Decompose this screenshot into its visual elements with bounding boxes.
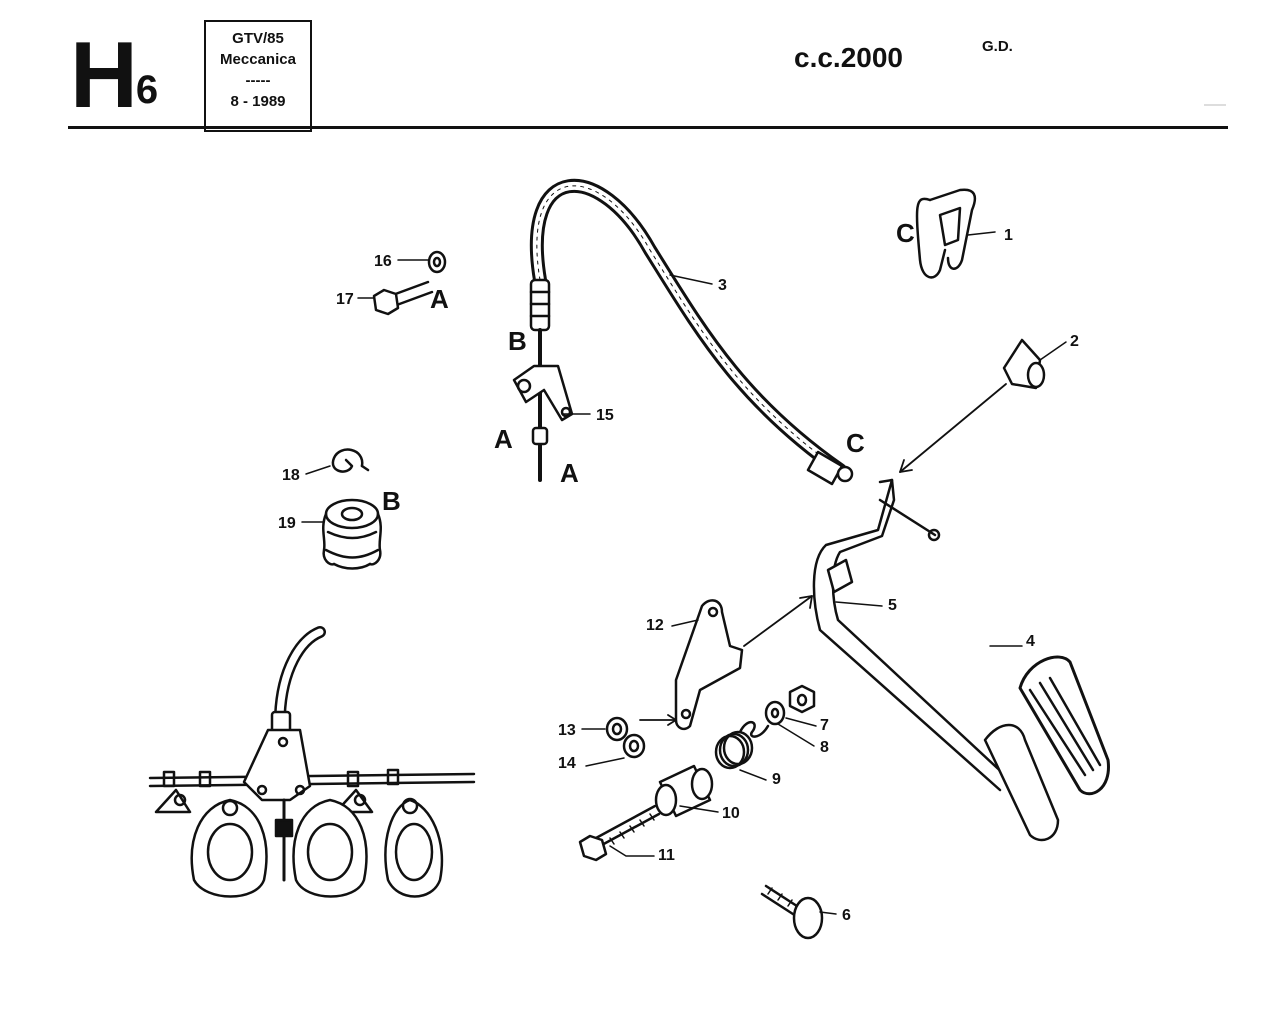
assembly-arrows xyxy=(639,383,1007,726)
callout-7: 7 xyxy=(820,717,829,734)
letter-a-right: A xyxy=(560,458,579,488)
callout-1: 1 xyxy=(1004,227,1013,244)
bolt-and-washer-16-17 xyxy=(372,250,447,316)
callout-6: 6 xyxy=(842,907,851,924)
return-spring xyxy=(714,721,770,770)
callout-4: 4 xyxy=(1026,633,1035,650)
cable-bracket xyxy=(512,364,574,422)
letter-c-cable: C xyxy=(846,428,865,458)
header-rule xyxy=(68,126,1228,129)
model-name: GTV/85 xyxy=(232,30,284,47)
drive-note: G.D. xyxy=(982,38,1013,55)
spring-clip xyxy=(331,448,370,473)
callout-2: 2 xyxy=(1070,333,1079,350)
section-name: Meccanica xyxy=(220,51,296,68)
rubber-grommet xyxy=(322,498,382,570)
stop-plug xyxy=(1002,338,1046,390)
model-box: GTV/85 Meccanica ----- 8 - 1989 xyxy=(204,20,312,132)
callout-8: 8 xyxy=(820,739,829,756)
pedal-lever xyxy=(812,478,1010,792)
callout-5: 5 xyxy=(888,597,897,614)
callout-12: 12 xyxy=(646,617,664,634)
callout-14: 14 xyxy=(558,755,576,772)
callout-17: 17 xyxy=(336,291,354,308)
pivot-bolt xyxy=(578,804,661,862)
callout-15: 15 xyxy=(596,407,614,424)
sheet-code-letter: H xyxy=(70,22,138,127)
washers-13-14 xyxy=(605,716,646,759)
sheet-code: H6 xyxy=(70,28,158,122)
box-divider: ----- xyxy=(245,72,271,89)
engine-displacement: c.c.2000 xyxy=(794,42,903,73)
callout-19: 19 xyxy=(278,515,296,532)
letter-b-grommet: B xyxy=(382,486,401,516)
mounting-bracket xyxy=(674,599,744,731)
pivot-bushing xyxy=(654,764,714,818)
nut-and-washer-7-8 xyxy=(764,684,816,726)
stop-screw xyxy=(760,884,824,940)
letter-a-left: A xyxy=(494,424,513,454)
carburettor-linkage-inset xyxy=(148,626,476,898)
callout-13: 13 xyxy=(558,722,576,739)
scan-mark xyxy=(1204,104,1226,106)
callout-18: 18 xyxy=(282,467,300,484)
callout-9: 9 xyxy=(772,771,781,788)
callout-11: 11 xyxy=(658,847,675,864)
pedal-plate xyxy=(983,723,1060,842)
letter-a-bolt: A xyxy=(430,284,449,314)
leader-lines xyxy=(301,231,1067,915)
callout-3: 3 xyxy=(718,277,727,294)
cable-clip xyxy=(915,188,977,279)
callout-10: 10 xyxy=(722,805,740,822)
letter-b-cable: B xyxy=(508,326,527,356)
accelerator-cable xyxy=(529,178,854,486)
letter-c-clip: C xyxy=(896,218,915,248)
callout-16: 16 xyxy=(374,253,392,270)
pedal-pad xyxy=(1018,655,1110,796)
sheet-code-number: 6 xyxy=(135,68,159,112)
issue-date: 8 - 1989 xyxy=(230,93,286,110)
